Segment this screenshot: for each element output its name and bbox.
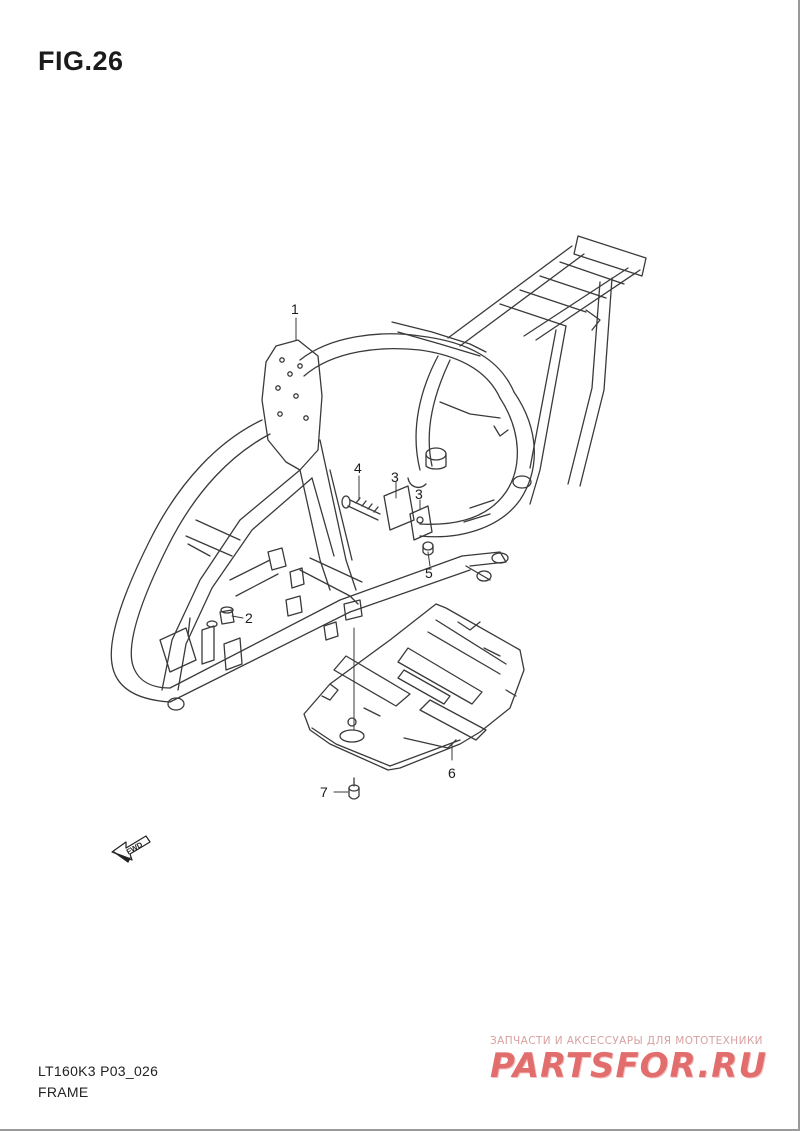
watermark-logo: PARTSFOR.RU <box>490 1046 768 1086</box>
fwd-arrow-icon: FWD <box>111 835 151 863</box>
callout-2: 2 <box>245 610 253 626</box>
page-border-bottom <box>0 1129 800 1131</box>
bolt-part-7[interactable] <box>348 777 360 800</box>
bracket-part-2[interactable] <box>219 606 235 625</box>
page-border-right <box>798 0 800 1131</box>
skid-plate-part-6[interactable] <box>303 603 525 771</box>
frame-part-1[interactable] <box>110 235 647 711</box>
model-code: LT160K3 P03_026 <box>38 1063 159 1079</box>
callout-4: 4 <box>354 460 362 476</box>
callout-1: 1 <box>291 301 299 317</box>
figure-title: FIG.26 <box>38 46 124 76</box>
watermark-tagline: ЗАПЧАСТИ И АКСЕССУАРЫ ДЛЯ МОТОТЕХНИКИ <box>490 1035 763 1047</box>
callout-7: 7 <box>320 784 328 800</box>
callout-3b: 3 <box>415 486 423 502</box>
callout-6: 6 <box>448 765 456 781</box>
callout-3a: 3 <box>391 469 399 485</box>
section-name: FRAME <box>38 1084 89 1100</box>
bolt-part-4[interactable] <box>341 495 381 521</box>
leader-lines <box>231 317 453 793</box>
callout-5: 5 <box>425 565 433 581</box>
